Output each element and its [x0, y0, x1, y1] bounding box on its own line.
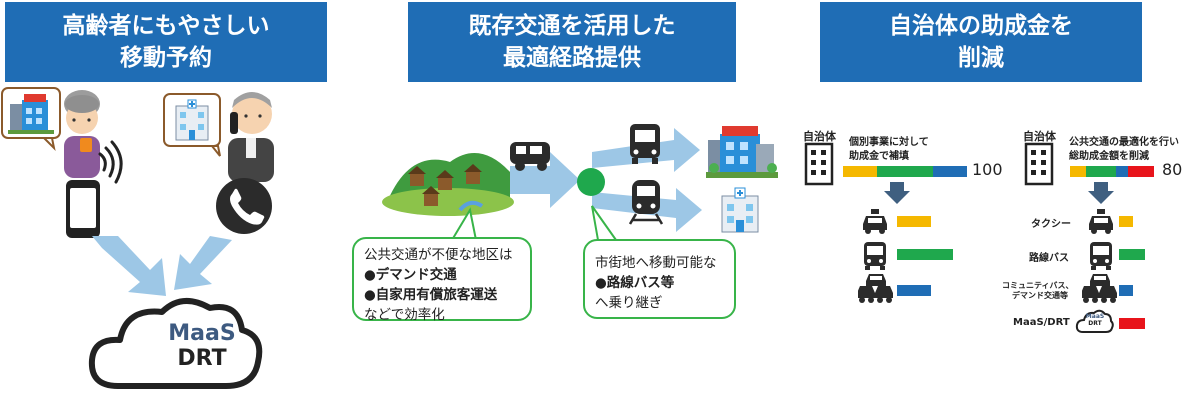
total-value-left: 100: [972, 160, 1003, 179]
header-line: 既存交通を活用した: [468, 13, 676, 39]
cloud-label-maas: MaaS: [168, 321, 236, 346]
header-subsidy-reduction: 自治体の助成金を 削減: [820, 2, 1142, 82]
cars-group-icon: [1082, 274, 1117, 303]
municipality-label: 自治体: [803, 130, 836, 143]
mini-cloud-label-drt: DRT: [1088, 320, 1102, 327]
total-segment-maas: [1128, 166, 1154, 177]
municipality-label: 自治体: [1023, 130, 1056, 143]
total-segment-bus: [877, 166, 933, 177]
label-community-bus: コミュニティバス、 デマンド交通等: [1002, 281, 1074, 301]
arrow-right-icon: [510, 152, 580, 208]
speech-bubble-hospital-icon: [163, 93, 221, 157]
bus-icon: [630, 124, 660, 164]
callout-line: 市街地へ移動可能な: [595, 255, 717, 271]
train-icon: [628, 180, 664, 225]
total-segment-taxi: [1070, 166, 1086, 177]
caption-right-line2: 総助成金額を削減: [1069, 151, 1149, 162]
breakdown-bar-community: [897, 285, 931, 296]
breakdown-bar-bus: [1119, 249, 1145, 260]
label-route-bus: 路線バス: [1029, 253, 1069, 264]
signal-waves-icon: [98, 140, 123, 184]
taxi-icon: [863, 209, 887, 234]
header-line: 削減: [958, 45, 1004, 71]
bus-icon: [1090, 242, 1112, 270]
callout-line: ●路線バス等: [595, 275, 675, 291]
telephone-icon: [216, 178, 272, 234]
arrow-down-right-icon: [92, 236, 166, 296]
total-segment-community: [933, 166, 967, 177]
header-line: 高齢者にもやさしい: [62, 13, 270, 39]
arrow-down-icon: [1088, 182, 1114, 204]
caption-right-line1: 公共交通の最適化を行い: [1069, 137, 1179, 148]
panel2-illustration: [382, 124, 778, 233]
breakdown-bar-taxi: [1119, 216, 1133, 227]
cars-group-icon: [858, 274, 893, 303]
speech-bubble-mall-icon: [1, 87, 61, 152]
mini-cloud-label-maas: MaaS: [1085, 313, 1105, 320]
label-line: デマンド交通等: [1012, 291, 1068, 300]
arrow-down-left-icon: [174, 236, 232, 290]
breakdown-bar-community: [1119, 285, 1133, 296]
municipality-building-icon: [1024, 142, 1054, 186]
header-line: 自治体の助成金を: [889, 13, 1073, 39]
municipality-building-icon: [804, 142, 834, 186]
rural-village-icon: [382, 153, 514, 216]
shopping-mall-icon: [706, 126, 778, 178]
mini-cloud-icon: [1075, 309, 1114, 333]
breakdown-bar-maas: [1119, 318, 1145, 329]
total-segment-taxi: [843, 166, 877, 177]
cloud-label-drt: DRT: [177, 346, 227, 371]
header-optimal-route: 既存交通を活用した 最適経路提供: [408, 2, 736, 82]
caption-left-line2: 助成金で補填: [849, 151, 909, 162]
callout-line: へ乗り継ぎ: [595, 295, 663, 311]
transfer-point-marker: [577, 168, 605, 196]
bubble-tails: [451, 205, 617, 241]
header-elderly-friendly-booking: 高齢者にもやさしい 移動予約: [5, 2, 327, 82]
label-line: コミュニティバス、: [1002, 281, 1074, 290]
header-line: 移動予約: [120, 45, 212, 71]
bus-icon: [864, 242, 886, 270]
label-taxi: タクシー: [1031, 219, 1071, 230]
callout-line: 公共交通が不便な地区は: [364, 247, 513, 263]
callout-city-transfer: 市街地へ移動可能な ●路線バス等 へ乗り継ぎ: [583, 239, 736, 319]
arrow-down-icon: [884, 182, 910, 204]
callout-line: ●デマンド交通: [364, 267, 457, 283]
breakdown-bar-taxi: [897, 216, 931, 227]
callout-line: ●自家用有償旅客運送: [364, 287, 498, 303]
callout-rural-area: 公共交通が不便な地区は ●デマンド交通 ●自家用有償旅客運送 などで効率化: [352, 237, 532, 323]
caption-left-line1: 個別事業に対して: [849, 137, 929, 148]
elderly-woman-with-phone-icon: [64, 90, 100, 178]
panel1-illustration: [1, 87, 274, 389]
taxi-icon: [1089, 209, 1113, 234]
van-icon: [510, 142, 550, 171]
total-segment-community: [1116, 166, 1128, 177]
label-maas-drt: MaaS/DRT: [1013, 317, 1070, 328]
maas-drt-cloud-icon: [88, 298, 263, 389]
smartphone-icon: [66, 180, 100, 238]
hospital-icon: [721, 187, 759, 233]
callout-line: などで効率化: [364, 307, 445, 323]
header-line: 最適経路提供: [503, 45, 641, 71]
elderly-man-on-phone-icon: [228, 92, 274, 182]
breakdown-bar-bus: [897, 249, 953, 260]
total-value-right: 80: [1162, 160, 1183, 179]
total-segment-bus: [1086, 166, 1116, 177]
